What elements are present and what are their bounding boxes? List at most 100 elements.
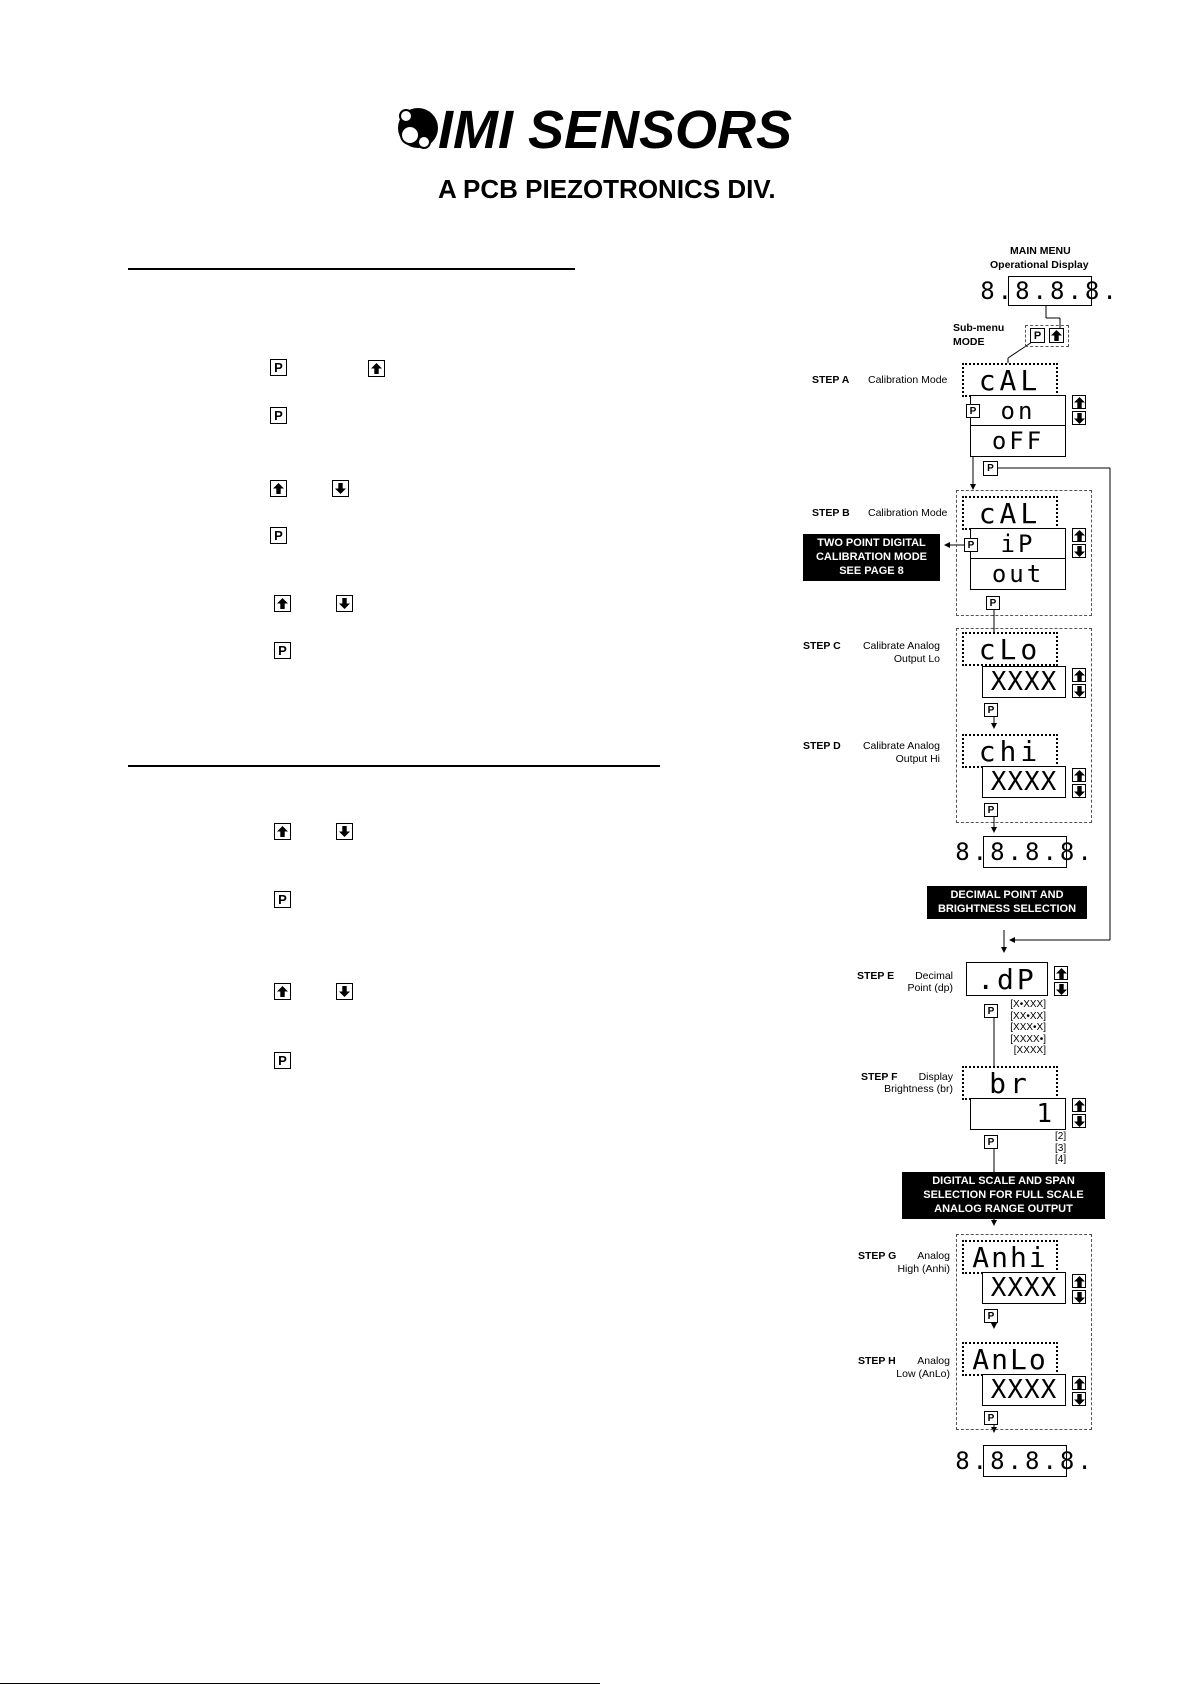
step-d-label: STEP D xyxy=(803,740,841,752)
step-gh-group xyxy=(956,1234,1092,1430)
digital-scale-span-box: DIGITAL SCALE AND SPAN SELECTION FOR FUL… xyxy=(902,1172,1105,1219)
footer-rule xyxy=(0,1683,600,1684)
step-h-code-display: AnLo xyxy=(962,1342,1058,1376)
step-f-value-display: 1 xyxy=(970,1098,1066,1130)
step-a-opt2-display: oFF xyxy=(970,425,1066,457)
box-line: SEE PAGE 8 xyxy=(839,565,904,577)
p-key-icon: P xyxy=(984,1411,998,1425)
p-key-icon: P xyxy=(984,1004,998,1018)
down-arrow-key-icon xyxy=(1072,684,1086,698)
step-d-code-display: chi xyxy=(962,734,1058,768)
step-a-label: STEP A xyxy=(812,374,850,386)
step-e-code-display: .dP xyxy=(966,962,1048,996)
p-key-icon: P xyxy=(966,404,980,418)
p-key-icon: P xyxy=(274,1052,291,1069)
down-arrow-key-icon xyxy=(336,983,353,1000)
box-line: BRIGHTNESS SELECTION xyxy=(937,903,1077,915)
box-line: DECIMAL POINT AND xyxy=(950,889,1064,901)
up-arrow-key-icon xyxy=(368,360,385,377)
p-key-icon: P xyxy=(983,461,998,476)
submenu-label: Sub-menu xyxy=(953,322,1005,334)
section-rule-1 xyxy=(128,268,575,270)
up-arrow-key-icon xyxy=(1072,1274,1086,1288)
step-b-group xyxy=(956,490,1092,616)
up-arrow-key-icon xyxy=(1054,966,1068,980)
up-arrow-key-icon xyxy=(1072,668,1086,682)
box-line: ANALOG RANGE OUTPUT xyxy=(934,1203,1073,1215)
p-key-icon: P xyxy=(984,1135,998,1149)
up-arrow-key-icon xyxy=(1049,328,1064,343)
box-line: SELECTION FOR FULL SCALE xyxy=(923,1189,1084,1201)
decimal-option: [XXXX] xyxy=(1013,1045,1046,1056)
step-h-label: STEP H xyxy=(858,1355,896,1367)
down-arrow-key-icon xyxy=(1054,982,1068,996)
p-key-icon: P xyxy=(964,538,978,552)
box-line: TWO POINT DIGITAL xyxy=(817,537,926,549)
step-g-desc1: Analog xyxy=(917,1250,950,1262)
step-g-desc2: High (Anhi) xyxy=(897,1263,950,1275)
step-b-desc: Calibration Mode xyxy=(868,507,948,519)
step-a-desc: Calibration Mode xyxy=(868,374,948,386)
step-h-desc2: Low (AnLo) xyxy=(896,1368,950,1380)
down-arrow-key-icon xyxy=(332,480,349,497)
submenu-key-group xyxy=(1025,325,1069,347)
up-arrow-key-icon xyxy=(274,823,291,840)
p-key-icon: P xyxy=(984,1309,998,1323)
imi-sensors-logo: IMI SENSORS A PCB PIEZOTRONICS DIV. xyxy=(398,100,792,204)
step-a-opt1-display: on xyxy=(970,395,1066,427)
step-b-label: STEP B xyxy=(812,507,850,519)
up-arrow-key-icon xyxy=(1072,395,1086,409)
step-e-label: STEP E xyxy=(857,970,895,982)
decimal-options-list: [X•XXX] [XX•XX] [XXX•X] [XXXX•] [XXXX] xyxy=(1006,999,1046,1057)
main-display: 8.8.8.8. xyxy=(980,276,1120,306)
up-arrow-key-icon xyxy=(1072,528,1086,542)
p-key-icon: P xyxy=(274,891,291,908)
up-arrow-key-icon xyxy=(274,595,291,612)
step-h-desc1: Analog xyxy=(917,1355,950,1367)
operational-display-label: Operational Display xyxy=(990,259,1089,271)
p-key-icon: P xyxy=(270,359,287,376)
step-g-label: STEP G xyxy=(858,1250,897,1262)
step-c-code-display: cLo xyxy=(962,632,1058,666)
step-h-value-display: XXXX xyxy=(982,1374,1066,1406)
step-cd-group xyxy=(956,628,1092,823)
up-arrow-key-icon xyxy=(1072,768,1086,782)
step-g-code-display: Anhi xyxy=(962,1240,1058,1274)
down-arrow-key-icon xyxy=(336,595,353,612)
logo-brand: IMI SENSORS xyxy=(438,100,792,160)
down-arrow-key-icon xyxy=(1072,1290,1086,1304)
step-a-code-display: cAL xyxy=(962,363,1058,397)
step-e-desc2: Point (dp) xyxy=(907,982,953,994)
step-f-label: STEP F xyxy=(861,1071,898,1083)
step-b-opt2-display: out xyxy=(970,558,1066,590)
decimal-brightness-box: DECIMAL POINT AND BRIGHTNESS SELECTION xyxy=(927,886,1087,919)
decimal-option: [XX•XX] xyxy=(1010,1010,1046,1022)
operational-display-return-2: 8.8.8.8. xyxy=(955,1445,1095,1477)
step-d-desc2: Output Hi xyxy=(895,753,940,765)
p-key-icon: P xyxy=(984,803,998,817)
box-line: CALIBRATION MODE xyxy=(815,551,927,563)
p-key-icon: P xyxy=(270,407,287,424)
up-arrow-key-icon xyxy=(1072,1376,1086,1390)
step-d-desc1: Calibrate Analog xyxy=(862,740,940,752)
two-point-calibration-box: TWO POINT DIGITAL CALIBRATION MODE SEE P… xyxy=(803,534,940,581)
p-key-icon: P xyxy=(270,527,287,544)
down-arrow-key-icon xyxy=(1072,784,1086,798)
step-c-desc2: Output Lo xyxy=(893,653,940,665)
p-key-icon: P xyxy=(1030,328,1045,343)
logo-division: A PCB PIEZOTRONICS DIV. xyxy=(438,174,776,204)
step-f-desc2: Brightness (br) xyxy=(884,1083,953,1095)
down-arrow-key-icon xyxy=(1072,1114,1086,1128)
step-f-desc1: Display xyxy=(918,1071,953,1083)
p-key-icon: P xyxy=(984,703,998,717)
box-line: DIGITAL SCALE AND SPAN xyxy=(932,1175,1075,1187)
down-arrow-key-icon xyxy=(1072,1392,1086,1406)
p-key-icon: P xyxy=(986,596,1000,610)
step-c-value-display: XXXX xyxy=(982,666,1066,698)
step-g-value-display: XXXX xyxy=(982,1272,1066,1304)
section-rule-2 xyxy=(128,765,660,767)
down-arrow-key-icon xyxy=(1072,544,1086,558)
decimal-option: [X•XXX] xyxy=(1010,999,1046,1010)
mode-label: MODE xyxy=(953,336,985,348)
operational-display-return-1: 8.8.8.8. xyxy=(955,836,1095,868)
